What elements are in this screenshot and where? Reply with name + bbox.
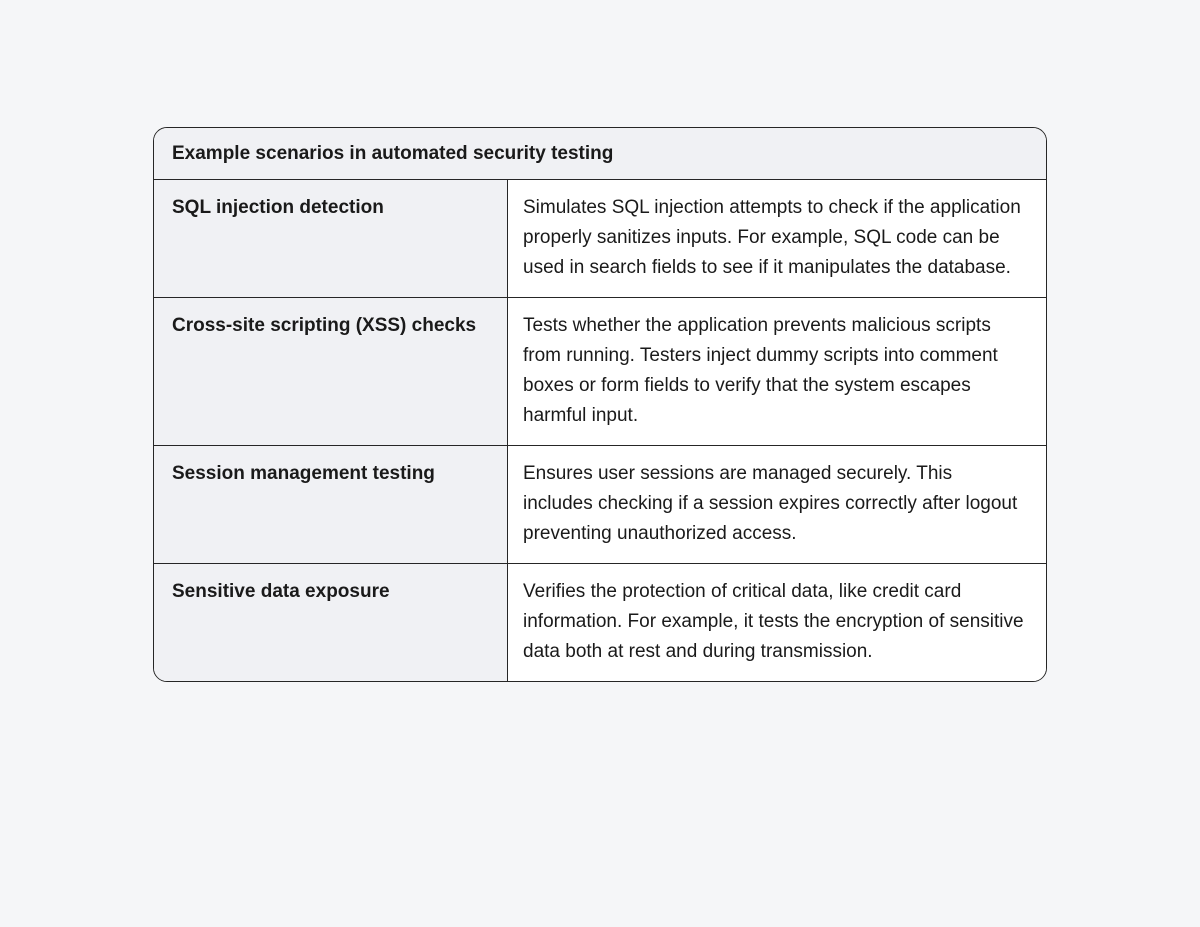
security-testing-table: Example scenarios in automated security …: [153, 127, 1047, 682]
table-row-label-xss-checks: Cross-site scripting (XSS) checks: [154, 297, 508, 445]
table-row-description-sql-injection: Simulates SQL injection attempts to chec…: [508, 180, 1046, 297]
table-row-description-sensitive-data: Verifies the protection of critical data…: [508, 563, 1046, 681]
table-title: Example scenarios in automated security …: [154, 128, 1046, 180]
table-row-description-session-management: Ensures user sessions are managed secure…: [508, 445, 1046, 563]
table-row-label-sensitive-data: Sensitive data exposure: [154, 563, 508, 681]
table-row-label-session-management: Session management testing: [154, 445, 508, 563]
table-row-label-sql-injection: SQL injection detection: [154, 180, 508, 297]
table-row-description-xss-checks: Tests whether the application prevents m…: [508, 297, 1046, 445]
